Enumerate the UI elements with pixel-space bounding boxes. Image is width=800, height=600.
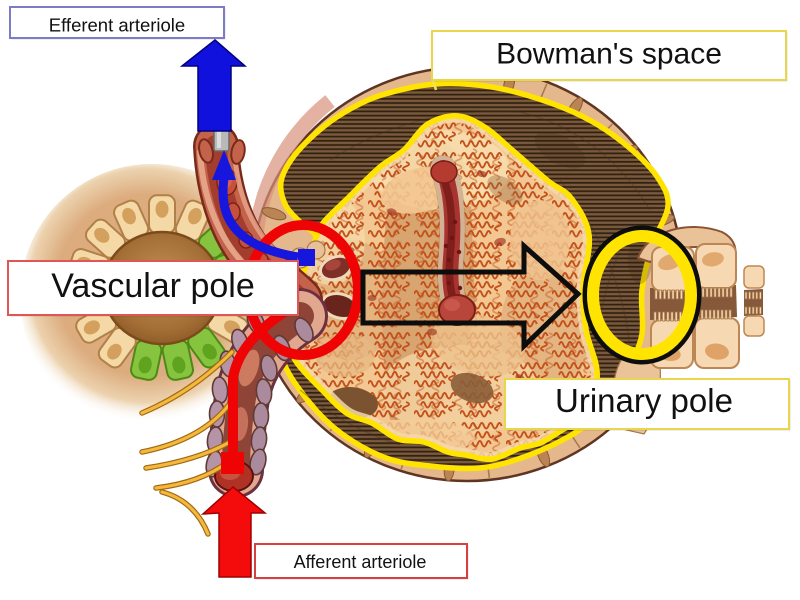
- svg-text:Efferent arteriole: Efferent arteriole: [49, 15, 185, 36]
- svg-text:Urinary pole: Urinary pole: [555, 382, 733, 419]
- svg-text:Vascular pole: Vascular pole: [51, 267, 255, 305]
- svg-text:Afferent arteriole: Afferent arteriole: [294, 552, 427, 572]
- svg-text:Bowman's space: Bowman's space: [496, 38, 722, 71]
